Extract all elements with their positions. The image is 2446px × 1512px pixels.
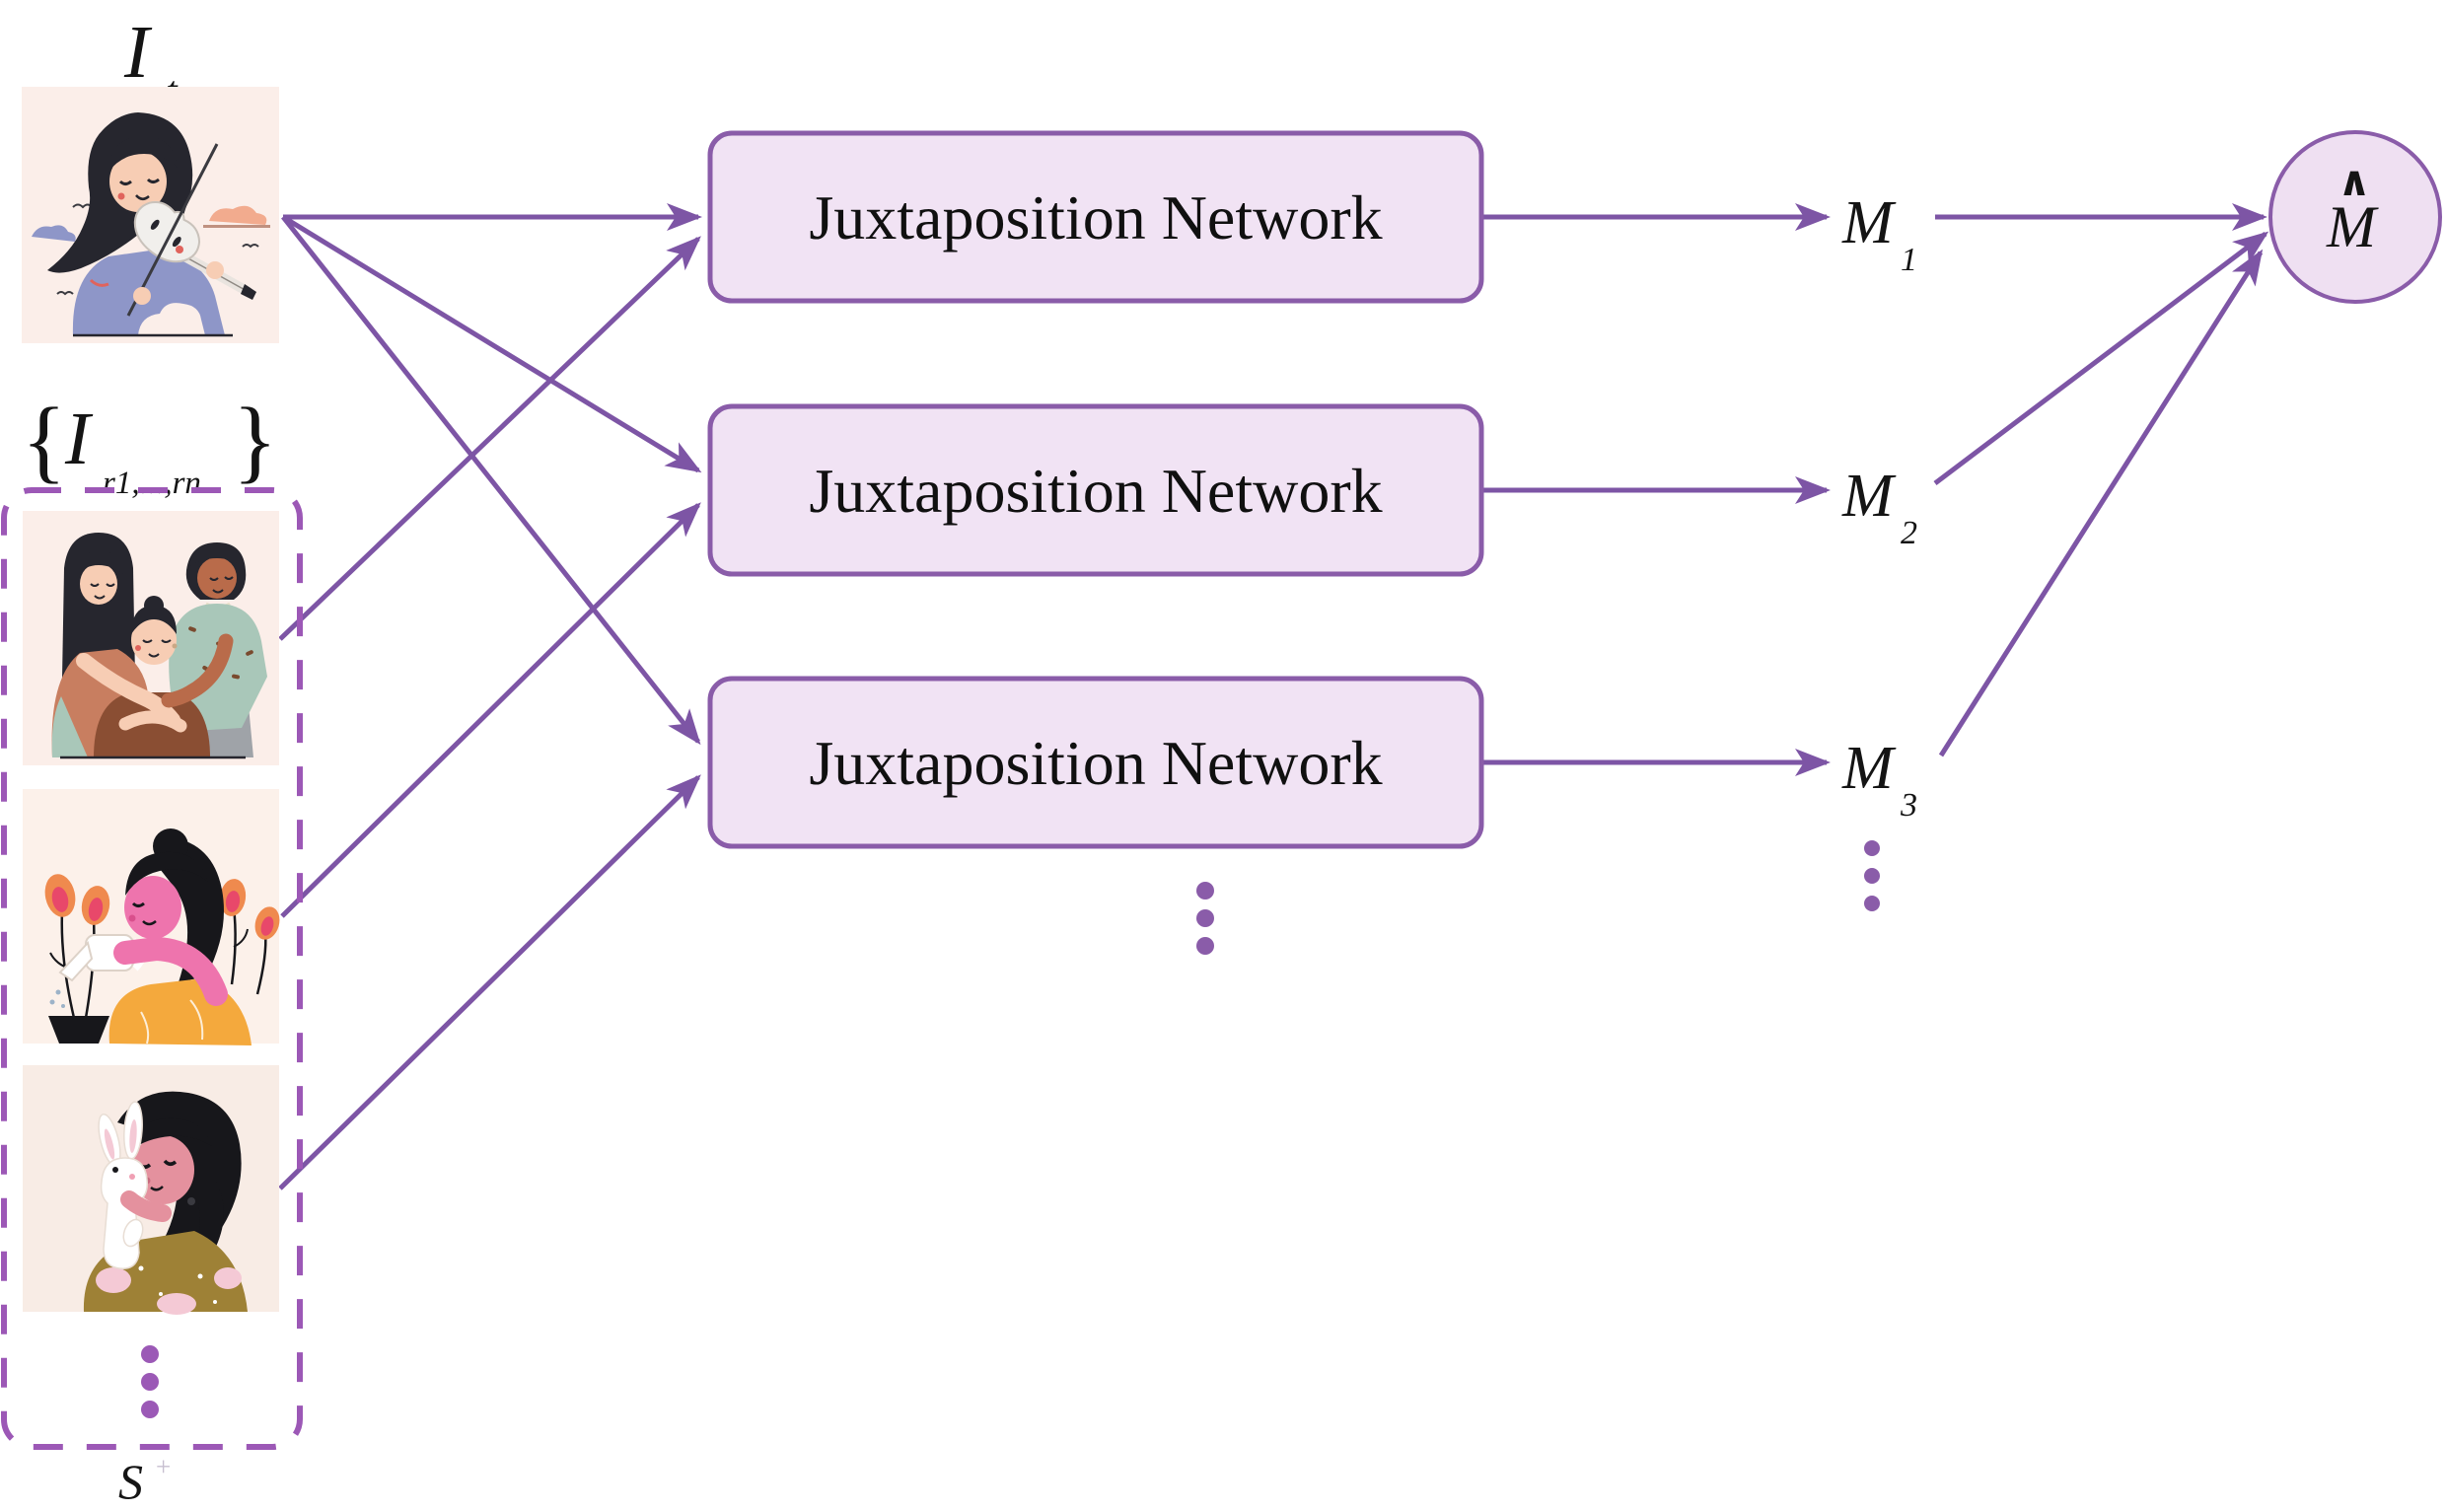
network-box-2-label: Juxtaposition Network	[809, 456, 1382, 526]
juxtaposition-network-box-3: Juxtaposition Network	[707, 676, 1484, 849]
arrow-m2-to-aggregate	[1933, 231, 2269, 485]
output-m2-label: M 2	[1841, 463, 1917, 551]
reference-set-vertical-ellipsis	[141, 1345, 159, 1418]
juxtaposition-network-box-2: Juxtaposition Network	[707, 403, 1484, 577]
aggregate-base: M	[2326, 194, 2379, 259]
set-open-brace: {	[22, 390, 66, 492]
output-m1-label: M 1	[1841, 189, 1917, 278]
flow-arrows	[278, 203, 2269, 1190]
set-name-base: S	[118, 1454, 143, 1509]
output-m3-label: M 3	[1841, 735, 1917, 824]
boxes-vertical-ellipsis	[1196, 882, 1214, 955]
m2-base: M	[1841, 463, 1897, 530]
target-label-base: I	[123, 11, 153, 94]
arrow-target-to-box3	[281, 215, 701, 746]
network-box-3-label: Juxtaposition Network	[809, 728, 1382, 798]
arrow-m3-to-aggregate	[1938, 249, 2264, 757]
m1-base: M	[1841, 189, 1897, 256]
m3-base: M	[1841, 735, 1897, 802]
set-close-brace: }	[233, 390, 277, 492]
m3-sub: 3	[1900, 787, 1917, 824]
network-box-1-label: Juxtaposition Network	[809, 182, 1382, 252]
aggregate-hat: ∧	[2338, 157, 2371, 205]
set-name-label: S +	[118, 1452, 171, 1509]
reference-image-1-three-women	[23, 511, 279, 765]
reference-image-3-holding-rabbit	[23, 1065, 279, 1315]
m2-sub: 2	[1901, 515, 1917, 551]
m1-sub: 1	[1901, 242, 1917, 278]
reference-image-2-watering-flowers	[23, 789, 280, 1045]
set-label-base: I	[64, 397, 94, 480]
arrow-target-to-box2	[281, 214, 702, 473]
reference-set-label: { I r1,...,rn }	[22, 390, 277, 501]
juxtaposition-network-box-1: Juxtaposition Network	[707, 130, 1484, 304]
arrow-ref1-to-box1	[278, 236, 701, 641]
outputs-vertical-ellipsis	[1864, 840, 1880, 911]
set-label-sub: r1,...,rn	[103, 466, 201, 501]
reference-set-dashed-box	[1, 487, 303, 1450]
aggregate-node: ∧ M	[2268, 130, 2442, 304]
arrow-ref3-to-box3	[278, 774, 701, 1190]
target-image-woman-playing-violin	[22, 87, 279, 593]
set-name-sup: +	[156, 1452, 171, 1481]
arrow-ref2-to-box2	[280, 502, 701, 918]
